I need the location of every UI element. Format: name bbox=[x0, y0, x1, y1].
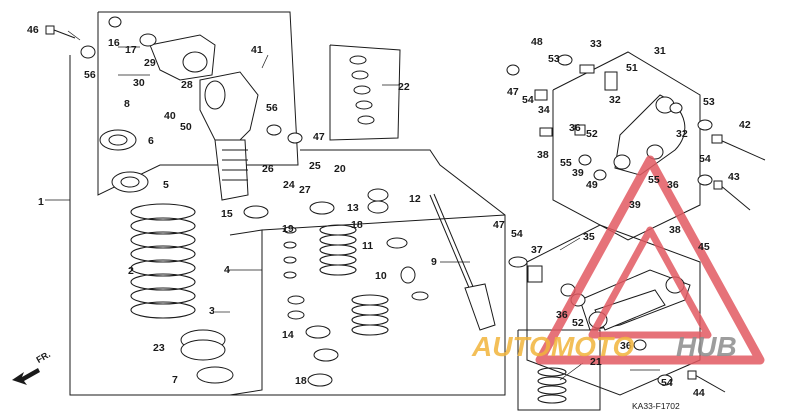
part-number-label: 12 bbox=[409, 193, 421, 205]
part-number-label: 39 bbox=[629, 199, 641, 211]
part-number-label: 54 bbox=[511, 228, 523, 240]
part-number-label: 47 bbox=[493, 219, 505, 231]
part-number-label: 33 bbox=[590, 38, 602, 50]
part-number-label: 10 bbox=[375, 270, 387, 282]
part-number-label: 49 bbox=[586, 179, 598, 191]
part-number-label: 11 bbox=[362, 240, 374, 252]
part-number-label: 22 bbox=[398, 81, 410, 93]
part-number-label: 18 bbox=[351, 219, 363, 231]
part-number-label: 47 bbox=[313, 131, 325, 143]
part-number-label: 55 bbox=[648, 174, 660, 186]
part-number-label: 6 bbox=[148, 135, 154, 147]
part-number-label: 36 bbox=[620, 340, 632, 352]
part-number-label: 39 bbox=[572, 167, 584, 179]
leader-lines bbox=[45, 30, 660, 381]
part-number-label: 38 bbox=[669, 224, 681, 236]
watermark-logo bbox=[535, 155, 765, 365]
part-number-label: 41 bbox=[251, 44, 263, 56]
part-number-label: 29 bbox=[144, 57, 156, 69]
part-number-label: 7 bbox=[172, 374, 178, 386]
part-number-label: 51 bbox=[626, 62, 638, 74]
part-number-label: 47 bbox=[507, 86, 519, 98]
part-number-label: 54 bbox=[522, 94, 534, 106]
part-number-label: 44 bbox=[693, 387, 705, 399]
watermark-text-part1: AUTOMOTO bbox=[472, 331, 635, 362]
part-number-label: 1 bbox=[38, 196, 44, 208]
part-number-label: 35 bbox=[583, 231, 595, 243]
part-number-label: 19 bbox=[282, 223, 294, 235]
part-number-label: 15 bbox=[221, 208, 233, 220]
part-number-label: 23 bbox=[153, 342, 165, 354]
part-number-label: 30 bbox=[133, 77, 145, 89]
fr-arrow bbox=[12, 368, 40, 385]
part-number-label: 53 bbox=[548, 53, 560, 65]
part-number-label: 52 bbox=[586, 128, 598, 140]
part-number-label: 45 bbox=[698, 241, 710, 253]
part-number-label: 53 bbox=[703, 96, 715, 108]
part-number-label: 4 bbox=[224, 264, 230, 276]
part-number-label: 14 bbox=[282, 329, 294, 341]
part-number-label: 13 bbox=[347, 202, 359, 214]
diagram-code: KA33-F1702 bbox=[632, 401, 680, 411]
part-number-label: 28 bbox=[181, 79, 193, 91]
shock-body bbox=[149, 34, 259, 201]
part-number-label: 46 bbox=[27, 24, 39, 36]
pivot-links bbox=[579, 94, 691, 331]
rings-and-washers bbox=[80, 16, 429, 387]
part-number-label: 3 bbox=[209, 305, 215, 317]
part-number-label: 37 bbox=[531, 244, 543, 256]
part-number-label: 48 bbox=[531, 36, 543, 48]
part-number-label: 43 bbox=[728, 171, 740, 183]
part-number-label: 36 bbox=[569, 122, 581, 134]
part-number-label: 17 bbox=[125, 44, 137, 56]
part-number-label: 24 bbox=[283, 179, 295, 191]
part-number-label: 56 bbox=[84, 69, 96, 81]
part-number-label: 25 bbox=[309, 160, 321, 172]
watermark-text-part2: HUB bbox=[676, 331, 737, 362]
part-number-label: 40 bbox=[164, 110, 176, 122]
damper-rod bbox=[429, 193, 496, 331]
part-number-label: 5 bbox=[163, 179, 169, 191]
part-number-label: 26 bbox=[262, 163, 274, 175]
part-number-label: 21 bbox=[590, 356, 602, 368]
springs bbox=[130, 203, 567, 404]
part-number-label: 55 bbox=[560, 157, 572, 169]
part-number-label: 34 bbox=[538, 104, 550, 116]
part-number-label: 52 bbox=[572, 317, 584, 329]
part-number-label: 20 bbox=[334, 163, 346, 175]
part-number-label: 50 bbox=[180, 121, 192, 133]
part-number-label: 36 bbox=[667, 179, 679, 191]
part-number-label: 31 bbox=[654, 45, 666, 57]
part-number-label: 38 bbox=[537, 149, 549, 161]
part-number-label: 9 bbox=[431, 256, 437, 268]
part-number-label: 8 bbox=[124, 98, 130, 110]
part-number-label: 56 bbox=[266, 102, 278, 114]
assembly-outlines bbox=[69, 11, 701, 411]
part-number-label: 54 bbox=[661, 377, 673, 389]
part-number-label: 42 bbox=[739, 119, 751, 131]
part-number-label: 2 bbox=[128, 265, 134, 277]
part-number-label: 32 bbox=[676, 128, 688, 140]
part-number-label: 54 bbox=[699, 153, 711, 165]
part-number-label: 16 bbox=[108, 37, 120, 49]
part-number-label: 36 bbox=[556, 309, 568, 321]
bolts-and-bushings bbox=[45, 25, 766, 393]
part-number-label: 32 bbox=[609, 94, 621, 106]
part-number-label: 27 bbox=[299, 184, 311, 196]
part-number-label: 18 bbox=[295, 375, 307, 387]
